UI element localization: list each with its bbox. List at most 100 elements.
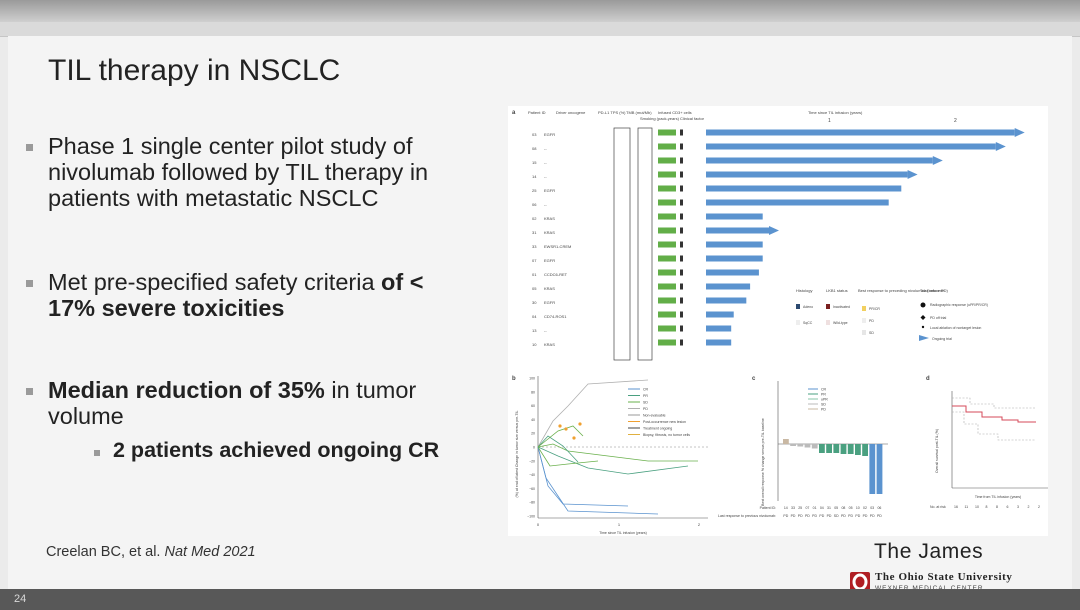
- panel-b-y-tick: −20: [529, 459, 535, 463]
- panel-b-y-tick: −80: [529, 501, 535, 505]
- waterfall-bar: [811, 444, 818, 449]
- panel-c-legend-label: SD: [821, 403, 826, 407]
- histology-cell: [680, 171, 683, 178]
- legend-sd: SD: [869, 331, 874, 335]
- histology-cell: [680, 311, 683, 318]
- histology-cell: [680, 129, 683, 136]
- at-risk-count: 2: [1038, 505, 1040, 509]
- histology-cell: [680, 241, 683, 248]
- swim-bar: [706, 129, 1015, 136]
- panel-c-patient-id: 01: [813, 506, 817, 510]
- slide-header-strip: [0, 22, 1080, 37]
- row-patient-id: 13: [532, 328, 537, 333]
- panel-c-last-response: PD: [877, 514, 882, 518]
- panel-c-patient-id: 07: [805, 506, 809, 510]
- legend-best-response-title: Best response to preceding nivolumab (be…: [858, 288, 948, 293]
- slide-title: TIL therapy in NSCLC: [48, 54, 341, 87]
- swim-bar: [706, 185, 902, 192]
- legend-wildtype-swatch: [826, 320, 830, 325]
- at-risk-count: 10: [975, 505, 979, 509]
- panel-b-y-tick: −60: [529, 487, 535, 491]
- at-risk-count: 3: [1017, 505, 1019, 509]
- at-risk-count: 8: [996, 505, 998, 509]
- panel-c-last-response: SD: [834, 514, 839, 518]
- cd3-cells-bar: [658, 297, 676, 304]
- legend-ablation: Local ablation of nontarget lesion: [930, 326, 981, 330]
- panel-c-patient-id: 06: [877, 506, 881, 510]
- panel-b-y-tick: 80: [531, 390, 535, 394]
- legend-inactivated: Inactivated: [833, 305, 850, 309]
- tumor-trajectory-line: [537, 446, 689, 475]
- swim-bar: [706, 325, 732, 332]
- row-driver-gene: CD74-ROS1: [544, 314, 567, 319]
- swim-bar: [706, 143, 996, 150]
- legend-response: Radiographic response (uPR/PR/CR): [930, 303, 988, 307]
- ongoing-arrow: [1014, 128, 1025, 137]
- tumor-trajectory-line: [537, 443, 698, 462]
- bullet-1-line-2: nivolumab followed by TIL therapy in: [48, 159, 429, 185]
- new-lesion-marker: [578, 422, 582, 426]
- legend-adeno-swatch: [796, 304, 800, 309]
- time-axis-title: Time since TIL infusion (years): [808, 110, 863, 115]
- legend-ongoing-marker: [919, 335, 929, 341]
- panel-b-tumor-size-plot: b (%) at end of latest Change in tumor s…: [512, 376, 708, 535]
- bullet-3: Median reduction of 35% in tumor volume: [48, 377, 416, 429]
- legend-inactivated-swatch: [826, 304, 830, 309]
- sub-bullet: 2 patients achieved ongoing CR: [113, 438, 440, 462]
- waterfall-bar: [847, 444, 854, 454]
- brand-name: The James: [874, 540, 984, 563]
- swim-bar: [706, 297, 747, 304]
- histology-cell: [680, 297, 683, 304]
- row-driver-gene: CCDC6-RET: [544, 272, 568, 277]
- bullet-square: [26, 388, 33, 395]
- tumor-trajectory-line: [537, 446, 659, 515]
- legend-lkb1-title: LKB1 status: [826, 288, 848, 293]
- new-lesion-marker: [558, 424, 562, 428]
- bottom-bar: 24: [0, 589, 1080, 610]
- bullet-3-bold: Median reduction of 35%: [48, 377, 325, 403]
- legend-sd-swatch: [862, 330, 866, 335]
- bullet-3-text: in tumor: [324, 377, 417, 403]
- row-driver-gene: KRAS: [544, 286, 555, 291]
- panel-c-last-response: PD: [863, 514, 868, 518]
- row-patient-id: 14: [532, 174, 537, 179]
- cd3-cells-bar: [658, 255, 676, 262]
- panel-c-last-response: PD: [783, 514, 788, 518]
- panel-b-xlabel: Time since TIL infusion (years): [599, 531, 647, 535]
- new-lesion-marker: [572, 436, 576, 440]
- row-patient-id: 33: [532, 244, 537, 249]
- waterfall-bar: [855, 444, 861, 455]
- waterfall-bar: [862, 444, 868, 456]
- legend-response-marker: [920, 302, 926, 308]
- panel-c-legend-label: PD: [821, 408, 826, 412]
- panel-c-last-response: PD: [812, 514, 817, 518]
- waterfall-bar: [869, 444, 876, 494]
- swim-bar: [706, 269, 759, 276]
- panel-b-legend-label: Treatment ongoing: [643, 427, 672, 431]
- bullet-2-bold: of <: [381, 269, 424, 295]
- legend-outcome-title: Trial outcome: [920, 288, 945, 293]
- header-cd3: Infused CD3+ cells: [658, 110, 692, 115]
- legend-sqcc: SqCC: [803, 321, 813, 325]
- panel-c-patient-id: 10: [856, 506, 860, 510]
- ongoing-arrow: [769, 226, 779, 235]
- panel-d-survival-curve: [952, 405, 1036, 423]
- waterfall-bar: [797, 444, 804, 447]
- tumor-trajectory-line: [537, 379, 649, 448]
- pdl1-column-box: [613, 127, 631, 361]
- panel-c-last-response: PD: [791, 514, 796, 518]
- panel-c-last-response: PD: [870, 514, 875, 518]
- cd3-cells-bar: [658, 171, 676, 178]
- panel-a-label: a: [512, 110, 516, 116]
- row-patient-id: 02: [532, 216, 537, 221]
- header-clinical: Clinical factor: [680, 116, 705, 121]
- row-driver-gene: --: [544, 146, 547, 151]
- university-name: The Ohio State University: [875, 571, 1013, 583]
- panel-c-patient-id: 02: [863, 506, 867, 510]
- legend-wildtype: Wild-type: [833, 321, 848, 325]
- histology-cell: [680, 227, 683, 234]
- histology-cell: [680, 255, 683, 262]
- bullet-square: [26, 280, 33, 287]
- legend-adeno: Adeno: [803, 305, 813, 309]
